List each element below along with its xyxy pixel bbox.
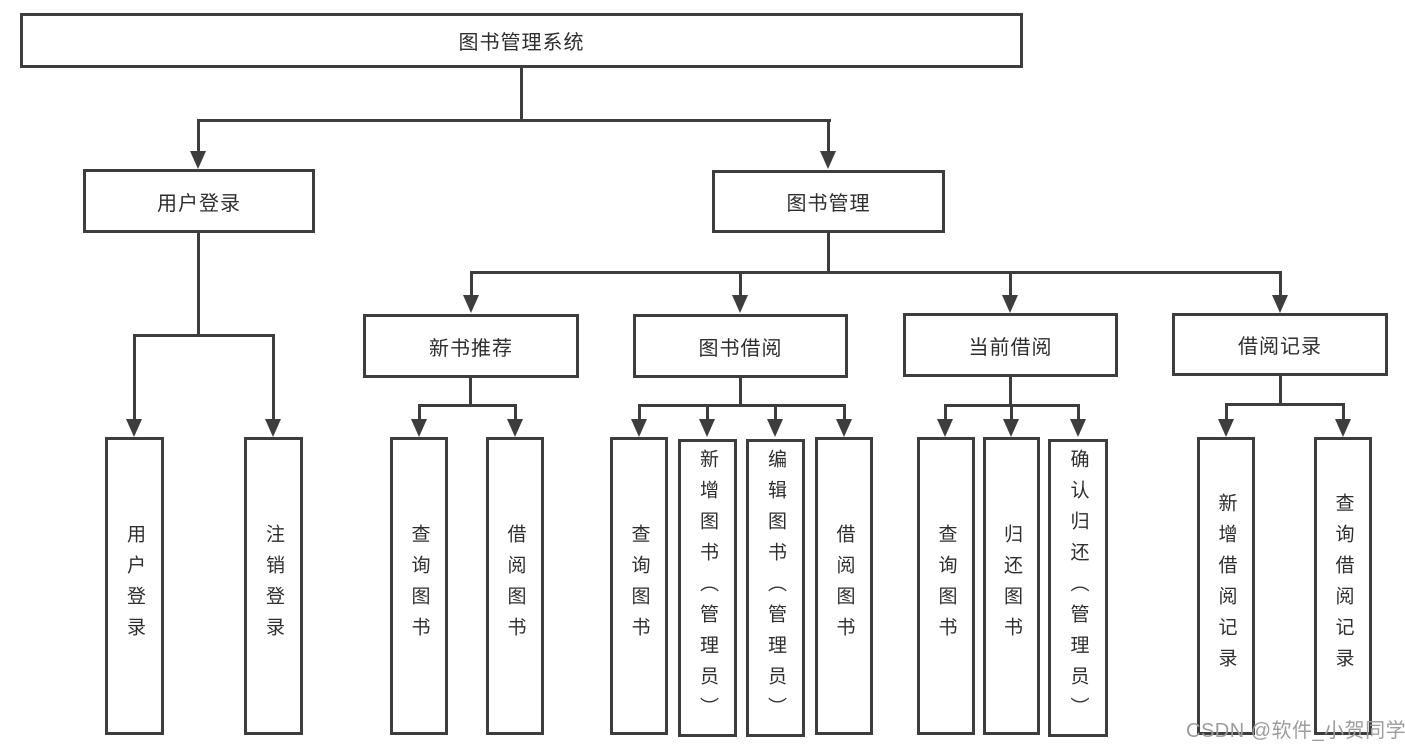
leaf-query-books-current-label: 查询图书 bbox=[935, 524, 957, 648]
connector-records-stem bbox=[1279, 376, 1282, 405]
arrow-down-icon bbox=[265, 419, 281, 437]
connector-records-drop-1 bbox=[1225, 403, 1228, 420]
leaf-borrow-books-recommend: 借阅图书 bbox=[486, 437, 544, 735]
node-book-borrowing: 图书借阅 bbox=[633, 314, 848, 378]
arrow-down-icon bbox=[1002, 295, 1018, 313]
leaf-add-book-admin: 新增图书（管理员） bbox=[678, 439, 737, 737]
arrow-down-icon bbox=[463, 295, 479, 313]
node-user-login: 用户登录 bbox=[83, 169, 315, 233]
connector-bookmgmt-drop-3 bbox=[1009, 271, 1012, 297]
node-user-login-label: 用户登录 bbox=[157, 192, 241, 215]
leaf-return-books-label: 归还图书 bbox=[1001, 524, 1022, 648]
connector-root-drop-right bbox=[827, 119, 830, 153]
connector-userlogin-drop-right bbox=[272, 334, 275, 419]
connector-recommend-stem bbox=[469, 378, 472, 406]
arrow-down-icon bbox=[767, 419, 783, 437]
arrow-down-icon bbox=[126, 419, 142, 437]
node-borrow-records: 借阅记录 bbox=[1172, 313, 1388, 376]
connector-bookmgmt-drop-2 bbox=[739, 271, 742, 297]
leaf-query-books-borrowing: 查询图书 bbox=[610, 437, 668, 735]
watermark-text: CSDN @软件_小贺同学 bbox=[1186, 720, 1405, 742]
leaf-add-borrow-record-label: 新增借阅记录 bbox=[1215, 493, 1237, 679]
connector-borrowing-drop-3 bbox=[774, 404, 777, 420]
arrow-down-icon bbox=[1272, 295, 1288, 313]
arrow-down-icon bbox=[820, 151, 836, 169]
connector-recommend-bar bbox=[418, 404, 517, 407]
arrow-down-icon bbox=[1335, 419, 1351, 437]
arrow-down-icon bbox=[631, 419, 647, 437]
arrow-down-icon bbox=[190, 151, 206, 169]
connector-root-bar bbox=[197, 119, 831, 122]
node-system-root-label: 图书管理系统 bbox=[458, 32, 585, 54]
leaf-confirm-return-admin-label: 确认归还（管理员） bbox=[1067, 448, 1089, 728]
connector-current-drop-3 bbox=[1077, 404, 1080, 420]
connector-bookmgmt-drop-4 bbox=[1279, 271, 1282, 297]
arrow-down-icon bbox=[411, 419, 427, 437]
connector-current-stem bbox=[1009, 377, 1012, 406]
node-new-book-recommend: 新书推荐 bbox=[363, 314, 579, 378]
node-book-borrowing-label: 图书借阅 bbox=[698, 337, 783, 360]
leaf-logout-label: 注销登录 bbox=[263, 524, 284, 648]
connector-root-stem bbox=[520, 68, 523, 121]
leaf-return-books: 归还图书 bbox=[983, 437, 1040, 735]
connector-bookmgmt-bar bbox=[470, 271, 1282, 274]
connector-records-bar bbox=[1225, 403, 1344, 406]
node-current-borrowing-label: 当前借阅 bbox=[968, 336, 1053, 359]
connector-borrowing-drop-1 bbox=[638, 404, 641, 420]
connector-recommend-drop-1 bbox=[418, 404, 421, 420]
connector-borrowing-bar bbox=[638, 404, 845, 407]
leaf-confirm-return-admin: 确认归还（管理员） bbox=[1048, 439, 1108, 737]
arrow-down-icon bbox=[1003, 419, 1019, 437]
connector-current-drop-2 bbox=[1010, 404, 1013, 420]
leaf-borrow-books-borrowing: 借阅图书 bbox=[815, 437, 873, 735]
arrow-down-icon bbox=[1218, 419, 1234, 437]
connector-userlogin-drop-left bbox=[133, 334, 136, 419]
node-current-borrowing: 当前借阅 bbox=[903, 313, 1118, 377]
leaf-query-books-current: 查询图书 bbox=[917, 437, 975, 735]
node-new-book-recommend-label: 新书推荐 bbox=[429, 337, 513, 360]
leaf-query-books-recommend: 查询图书 bbox=[390, 437, 448, 735]
leaf-user-login: 用户登录 bbox=[105, 437, 164, 735]
connector-current-drop-1 bbox=[944, 404, 947, 420]
arrow-down-icon bbox=[699, 419, 715, 437]
node-system-root: 图书管理系统 bbox=[20, 13, 1023, 68]
connector-records-drop-2 bbox=[1342, 403, 1345, 420]
leaf-borrow-books-recommend-label: 借阅图书 bbox=[504, 524, 526, 648]
connector-borrowing-drop-4 bbox=[843, 404, 846, 420]
connector-userlogin-bar bbox=[133, 334, 275, 337]
connector-userlogin-stem bbox=[197, 232, 200, 336]
connector-bookmgmt-stem bbox=[827, 233, 830, 273]
arrow-down-icon bbox=[1070, 419, 1086, 437]
leaf-query-borrow-record-label: 查询借阅记录 bbox=[1332, 493, 1354, 679]
leaf-query-books-recommend-label: 查询图书 bbox=[408, 524, 430, 648]
node-book-management-label: 图书管理 bbox=[786, 193, 871, 215]
connector-borrowing-stem bbox=[739, 378, 742, 406]
arrow-down-icon bbox=[937, 419, 953, 437]
leaf-logout: 注销登录 bbox=[244, 437, 303, 735]
node-book-management: 图书管理 bbox=[712, 170, 945, 233]
connector-root-drop-left bbox=[197, 119, 200, 153]
leaf-add-book-admin-label: 新增图书（管理员） bbox=[697, 448, 718, 728]
leaf-query-borrow-record: 查询借阅记录 bbox=[1314, 437, 1372, 735]
node-borrow-records-label: 借阅记录 bbox=[1238, 336, 1322, 358]
arrow-down-icon bbox=[732, 295, 748, 313]
connector-recommend-drop-2 bbox=[514, 404, 517, 420]
leaf-edit-book-admin: 编辑图书（管理员） bbox=[746, 439, 805, 737]
leaf-query-books-borrowing-label: 查询图书 bbox=[628, 524, 650, 648]
leaf-edit-book-admin-label: 编辑图书（管理员） bbox=[765, 448, 786, 728]
connector-borrowing-drop-2 bbox=[706, 404, 709, 420]
leaf-add-borrow-record: 新增借阅记录 bbox=[1197, 437, 1255, 735]
arrow-down-icon bbox=[836, 419, 852, 437]
leaf-user-login-label: 用户登录 bbox=[124, 524, 145, 648]
connector-bookmgmt-drop-1 bbox=[470, 271, 473, 297]
leaf-borrow-books-borrowing-label: 借阅图书 bbox=[833, 524, 855, 648]
arrow-down-icon bbox=[507, 419, 523, 437]
